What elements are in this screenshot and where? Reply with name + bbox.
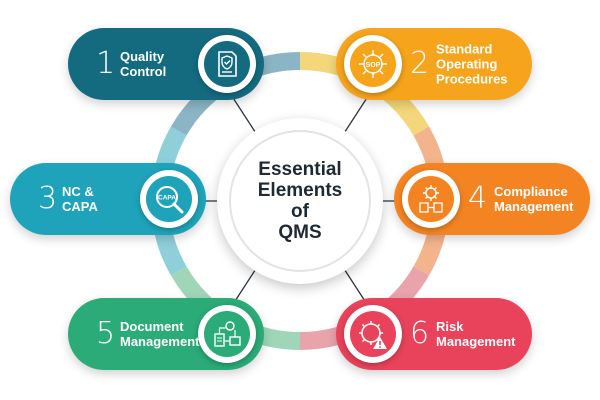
- document-flow-icon: [214, 321, 241, 347]
- element-label: Quality Control: [120, 49, 167, 79]
- icon-badge: SOP: [344, 35, 402, 93]
- center-hub: Essential Elements of QMS: [217, 118, 383, 284]
- element-document-management: 5 Document Management: [68, 298, 264, 370]
- icon-badge: [402, 170, 460, 228]
- quality-control-icon: [218, 51, 237, 77]
- element-sop: SOP 2 Standard Operating Procedures: [336, 28, 532, 100]
- element-quality-control: 1 Quality Control: [68, 28, 264, 100]
- icon-ring: [204, 41, 250, 87]
- element-number: 4: [468, 181, 488, 216]
- element-label: Compliance Management: [494, 184, 574, 214]
- icon-badge: [344, 305, 402, 363]
- capa-magnifier-icon: CAPA: [156, 186, 184, 214]
- icon-ring: [408, 176, 454, 222]
- icon-ring: CAPA: [146, 176, 192, 222]
- risk-warning-icon: [359, 321, 387, 349]
- capa-icon-text: CAPA: [158, 195, 176, 202]
- center-hub-inner: Essential Elements of QMS: [229, 130, 371, 272]
- sop-icon-text: SOP: [366, 62, 381, 69]
- element-number: 6: [410, 316, 430, 351]
- element-compliance-management: 4 Compliance Management: [394, 163, 590, 235]
- element-label: Risk Management: [436, 319, 516, 349]
- element-number: 5: [96, 316, 116, 351]
- diagram-title: Essential Elements of QMS: [257, 159, 343, 243]
- icon-ring: [204, 311, 250, 357]
- icon-badge: [198, 35, 256, 93]
- icon-ring: [350, 311, 396, 357]
- element-risk-management: 6 Risk Management: [336, 298, 532, 370]
- element-number: 3: [38, 181, 58, 216]
- element-number: 1: [96, 46, 116, 81]
- icon-badge: CAPA: [140, 170, 198, 228]
- icon-ring: SOP: [350, 41, 396, 87]
- element-nc-capa: 3 NC & CAPA CAPA: [10, 163, 206, 235]
- element-number: 2: [410, 46, 430, 81]
- element-label: Standard Operating Procedures: [436, 41, 508, 87]
- element-label: NC & CAPA: [62, 184, 98, 214]
- compliance-gear-icon: [419, 185, 443, 213]
- icon-badge: [198, 305, 256, 363]
- element-label: Document Management: [120, 319, 200, 349]
- sop-icon: SOP: [359, 50, 387, 78]
